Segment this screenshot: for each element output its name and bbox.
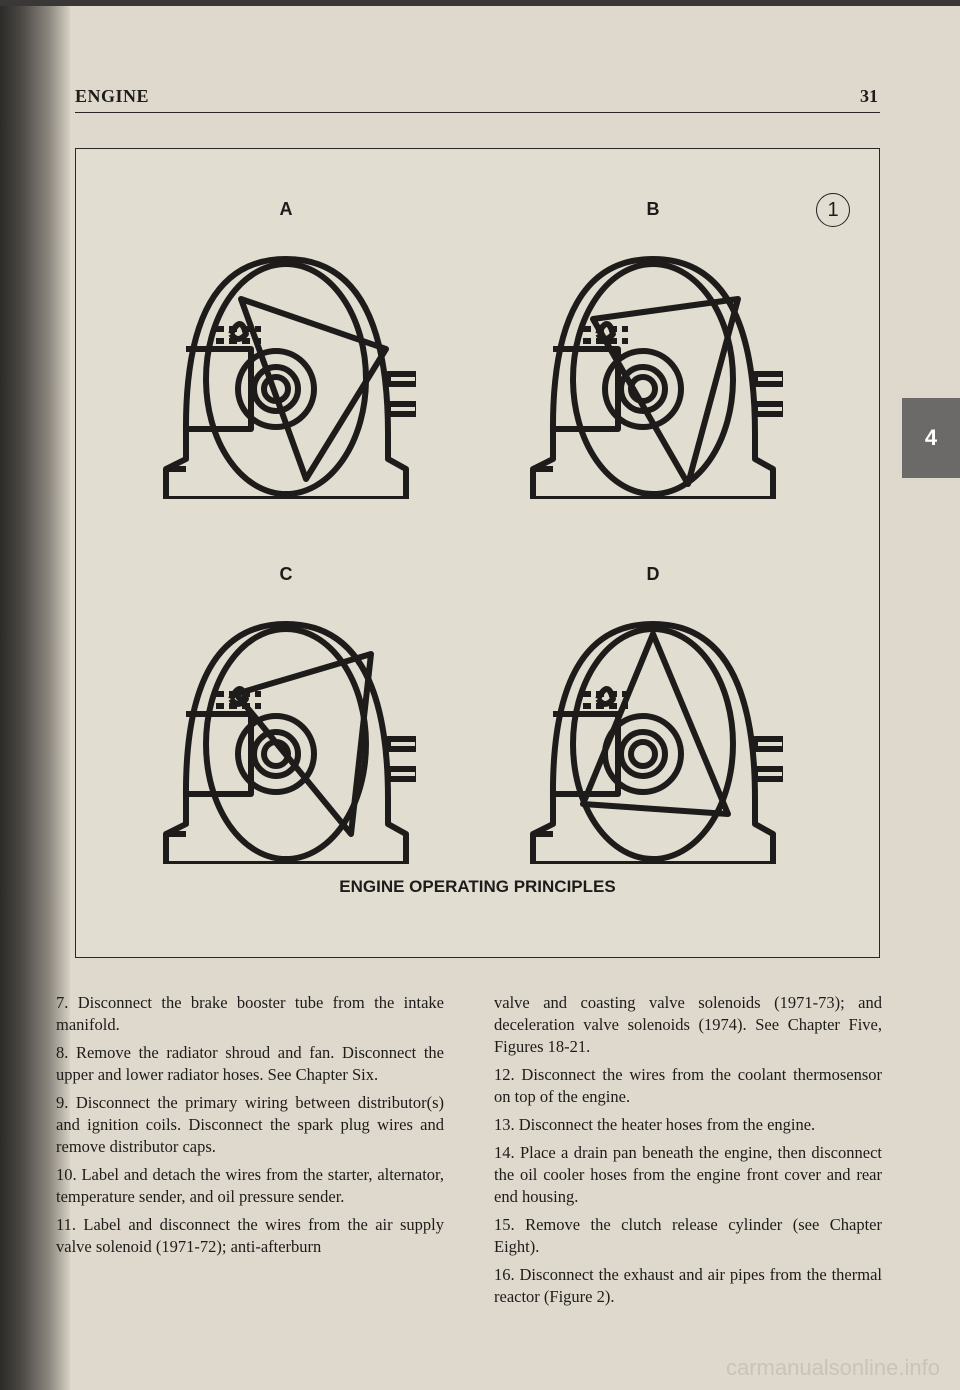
- panel-label-a: A: [279, 199, 293, 219]
- running-head: ENGINE 31: [75, 82, 880, 113]
- rotary-engine-diagram-d: [530, 621, 783, 864]
- step-paragraph: 13. Disconnect the heater hoses from the…: [494, 1115, 816, 1134]
- step-paragraph: 12. Disconnect the wires from the coolan…: [494, 1065, 882, 1106]
- step-paragraph: 7. Disconnect the brake booster tube fro…: [56, 993, 444, 1034]
- figure-number: 1: [816, 193, 850, 227]
- figure-caption: ENGINE OPERATING PRINCIPLES: [339, 877, 616, 896]
- step-paragraph: 9. Disconnect the primary wiring between…: [56, 1093, 444, 1156]
- panel-d: D: [523, 564, 783, 864]
- right-text-column: valve and coasting valve solenoids (1971…: [494, 992, 882, 1314]
- step-paragraph: 10. Label and detach the wires from the …: [56, 1165, 444, 1206]
- rotary-engine-diagram-a: [163, 256, 416, 499]
- rotary-engine-diagram-c: [163, 621, 416, 864]
- watermark: carmanualsonline.info: [725, 1355, 940, 1380]
- section-title: ENGINE: [75, 86, 150, 106]
- chapter-tab-number: 4: [924, 425, 938, 450]
- step-paragraph: 15. Remove the clutch release cylinder (…: [494, 1215, 882, 1256]
- step-paragraph: 8. Remove the radiator shroud and fan. D…: [56, 1043, 444, 1084]
- panel-b: B: [523, 199, 783, 499]
- step-paragraph: 16. Disconnect the exhaust and air pipes…: [494, 1265, 882, 1306]
- step-paragraph: 14. Place a drain pan beneath the engine…: [494, 1143, 882, 1206]
- figure-engine-principles: 1 A B: [75, 148, 880, 958]
- left-text-column: 7. Disconnect the brake booster tube fro…: [56, 992, 444, 1264]
- panel-c: C: [156, 564, 416, 864]
- page-top-edge: [0, 0, 960, 6]
- step-paragraph: valve and coasting valve solenoids (1971…: [494, 993, 882, 1056]
- chapter-tab: 4: [902, 398, 960, 478]
- rotary-engine-diagram-b: [530, 256, 783, 499]
- step-paragraph: 11. Label and disconnect the wires from …: [56, 1215, 444, 1256]
- panel-label-b: B: [646, 199, 660, 219]
- panel-label-d: D: [646, 564, 660, 584]
- panel-label-c: C: [279, 564, 293, 584]
- panel-a: A: [156, 199, 416, 499]
- book-spine-shadow: [0, 0, 70, 1390]
- page-number: 31: [860, 86, 878, 106]
